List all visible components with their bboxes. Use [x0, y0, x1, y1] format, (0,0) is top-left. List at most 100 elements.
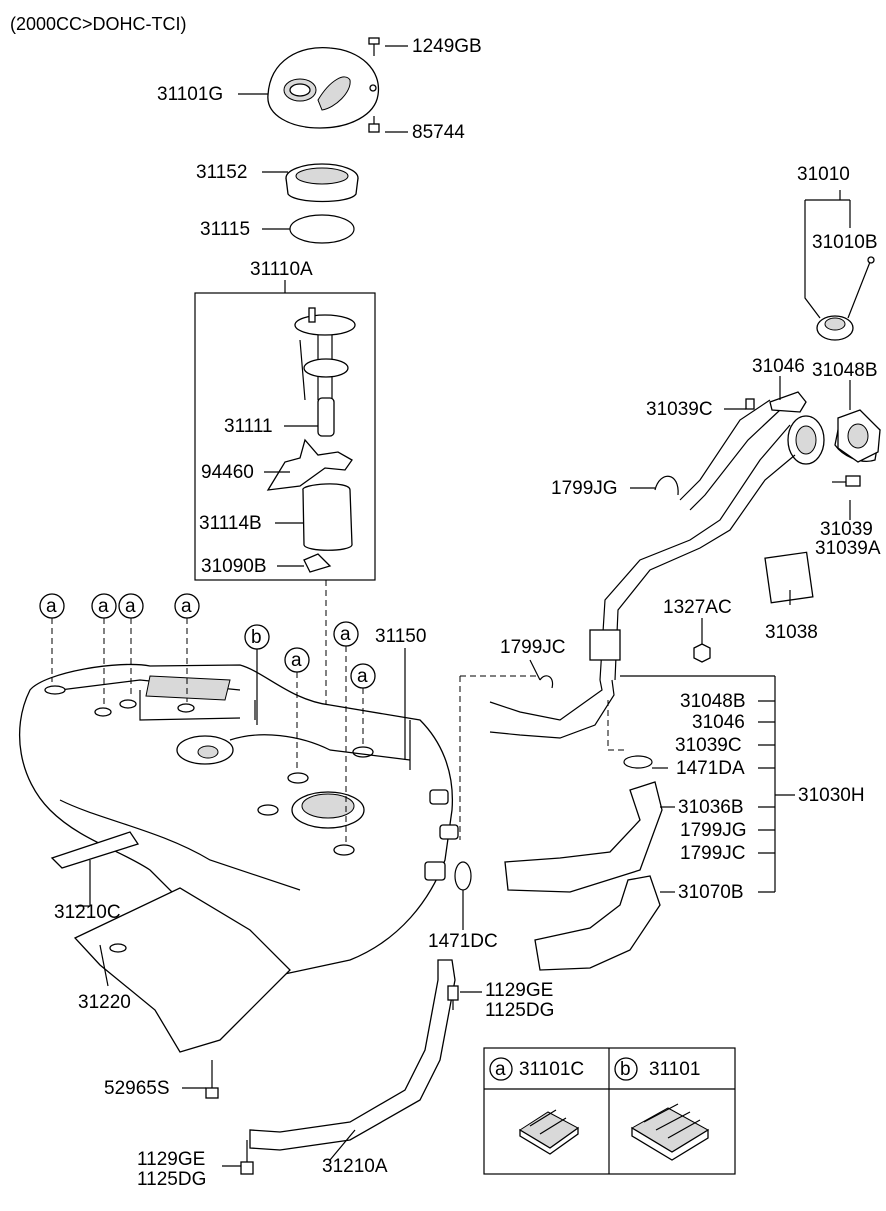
hose-clip-1799jg-icon [654, 475, 679, 496]
svg-text:a: a [495, 1059, 506, 1080]
vent-valve-part [769, 391, 807, 413]
legend-a-cell: a 31101C [489, 1057, 584, 1081]
bolt-52965s-icon [205, 1060, 219, 1099]
screw-31039-icon [832, 475, 861, 487]
label-31036b: 31036B [678, 797, 744, 818]
label-1799jc-kit: 1799JC [680, 843, 746, 864]
callout-a-5: a [284, 647, 310, 772]
check-valve-part [303, 553, 332, 573]
label-31010b: 31010B [812, 232, 878, 253]
strap-31210c-part [50, 831, 140, 869]
hose-clip-1799jc-icon [539, 675, 554, 689]
label-1799jg-kit: 1799JG [680, 820, 747, 841]
o-ring-part [289, 214, 355, 244]
clamp-1471dc-icon [454, 861, 472, 925]
sender-bracket-part [266, 438, 353, 491]
label-31220: 31220 [78, 992, 131, 1013]
label-1129ge-upper: 1129GE [485, 980, 553, 1001]
callout-a-1: a [39, 593, 65, 682]
fuel-tank-part [18, 663, 459, 976]
part-labels: 1249GB 31101G 85744 31152 31115 31110A 3… [54, 36, 881, 1190]
label-31046-kit: 31046 [692, 712, 745, 733]
label-31070b: 31070B [678, 882, 744, 903]
fuel-cap-part [816, 256, 875, 341]
svg-text:a: a [98, 596, 109, 617]
svg-text:b: b [251, 627, 262, 648]
engine-spec-header: (2000CC>DOHC-TCI) [10, 14, 187, 34]
callout-a-6: a [333, 621, 359, 845]
svg-text:a: a [357, 666, 368, 687]
label-31150: 31150 [375, 626, 426, 647]
svg-text:a: a [125, 596, 136, 617]
nut-1327ac-icon [693, 643, 711, 663]
clip-31039c-icon [745, 398, 755, 410]
label-52965s: 52965S [104, 1078, 170, 1099]
callout-a-4: a [174, 593, 200, 702]
label-31038: 31038 [765, 622, 818, 643]
label-1471dc: 1471DC [428, 931, 498, 952]
label-85744: 85744 [412, 122, 465, 143]
hose-kit-bracket [620, 675, 795, 893]
label-31039: 31039 [820, 519, 873, 540]
bolt-1129ge-lower-icon [240, 1140, 254, 1175]
label-31210c: 31210C [54, 902, 121, 923]
label-1327ac: 1327AC [663, 597, 732, 618]
label-plate-part [764, 551, 814, 604]
label-31048b-kit: 31048B [680, 691, 746, 712]
clamp-1471da-icon [623, 755, 653, 769]
heat-shield-part [73, 887, 291, 1053]
label-31048b-top: 31048B [812, 360, 878, 381]
cover-plate-part [267, 46, 380, 129]
label-31101g: 31101G [157, 84, 223, 105]
label-31046-top: 31046 [752, 356, 805, 377]
label-31114b: 31114B [199, 513, 262, 534]
svg-text:a: a [46, 596, 57, 617]
legend-b-cell: b 31101 [614, 1057, 700, 1081]
label-1799jg-top: 1799JG [551, 478, 618, 499]
bolt-1249gb-icon [368, 37, 380, 56]
legend-b-part: 31101 [649, 1059, 700, 1080]
svg-text:a: a [340, 624, 351, 645]
bolt-85744-icon [368, 116, 380, 133]
label-31039a: 31039A [815, 538, 881, 559]
label-31110a: 31110A [250, 259, 313, 280]
svg-text:a: a [291, 650, 302, 671]
label-31030h: 31030H [798, 785, 865, 806]
label-31210a: 31210A [322, 1156, 388, 1177]
gasket-part [837, 409, 881, 463]
label-1799jc-top: 1799JC [500, 637, 566, 658]
label-31039c-top: 31039C [646, 399, 713, 420]
callout-b: b [244, 624, 270, 725]
svg-text:a: a [181, 596, 192, 617]
fuel-pump-module-part [294, 307, 356, 437]
pad-31101c-icon [519, 1109, 579, 1155]
leader-lines [75, 45, 851, 1167]
label-1125dg-upper: 1125DG [485, 1000, 554, 1021]
pad-31101-icon [631, 1103, 709, 1161]
callout-a-3: a [118, 593, 144, 698]
filler-neck-part [489, 399, 881, 739]
label-31111: 31111 [224, 416, 273, 437]
label-1129ge-lower: 1129GE [137, 1149, 205, 1170]
legend-a-part: 31101C [519, 1059, 584, 1080]
label-1471da: 1471DA [676, 758, 745, 779]
label-31090b: 31090B [201, 556, 267, 577]
callout-a-7: a [350, 663, 376, 746]
filter-part [302, 483, 353, 551]
legend-table: a 31101C b 31101 [483, 1047, 736, 1175]
callout-a-2: a [91, 593, 117, 706]
label-31115: 31115 [200, 219, 250, 240]
lock-ring-part [285, 163, 359, 203]
hose-31070b-part [534, 875, 661, 971]
label-31039c-kit: 31039C [675, 735, 742, 756]
bolt-1129ge-upper-icon [447, 985, 459, 1010]
label-94460: 94460 [201, 462, 254, 483]
label-1249gb: 1249GB [412, 36, 482, 57]
label-31010: 31010 [797, 164, 850, 185]
hose-31036b-part [504, 781, 663, 893]
label-31152: 31152 [196, 162, 247, 183]
strap-31210a-part [249, 959, 456, 1151]
label-1125dg-lower: 1125DG [137, 1169, 206, 1190]
svg-text:b: b [620, 1059, 631, 1080]
